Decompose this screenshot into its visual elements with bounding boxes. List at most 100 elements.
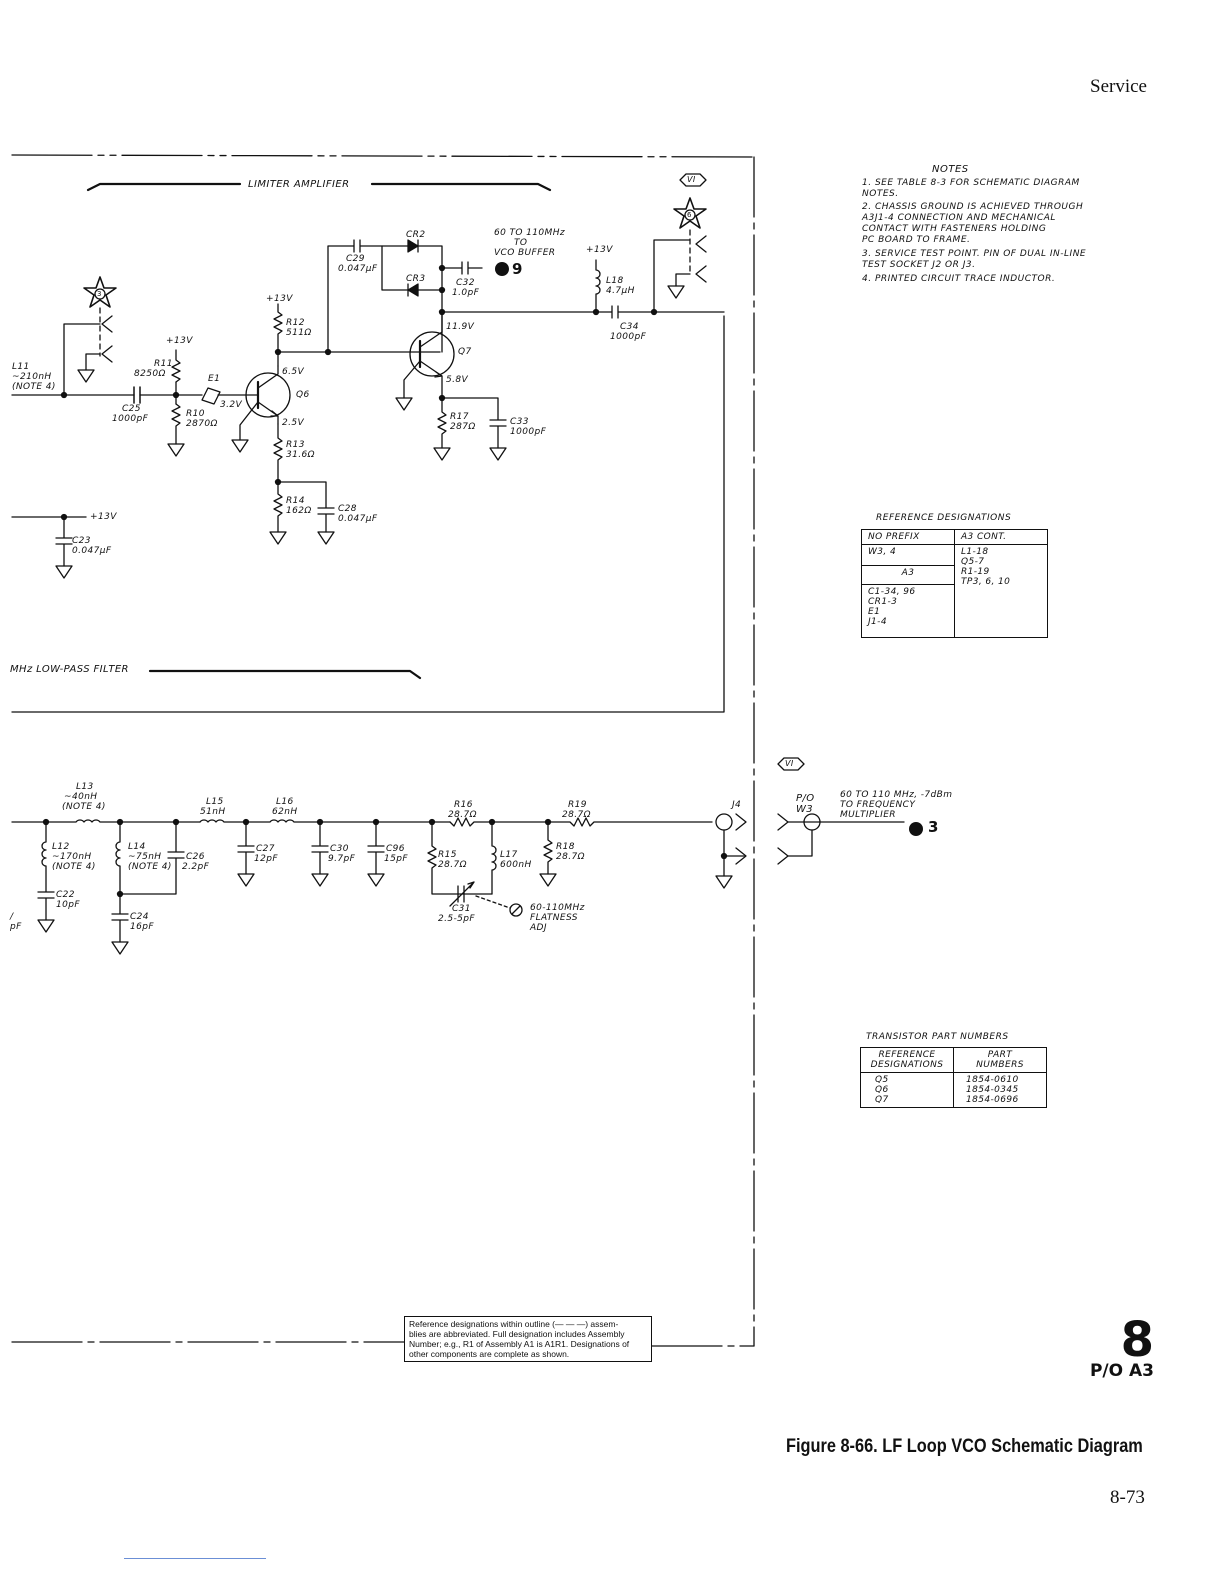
left-edge-b: pF xyxy=(10,922,22,932)
ref-note-line: other components are complete as shown. xyxy=(409,1349,570,1359)
freq-mult-l3: MULTIPLIER xyxy=(840,810,896,820)
p13v-l18: +13V xyxy=(586,245,613,255)
c33-l2: 1000pF xyxy=(510,427,547,437)
note-line: A3J1-4 CONNECTION AND MECHANICAL xyxy=(862,213,1056,223)
vi-mid-label: VI xyxy=(785,759,794,768)
c32-cap xyxy=(441,261,483,275)
l11-l3: (NOTE 4) xyxy=(12,382,56,392)
tp3-label: 3 xyxy=(97,290,102,298)
r12-l1: R12 xyxy=(286,318,305,328)
p13v-c23: +13V xyxy=(90,512,117,522)
l14-l3: (NOTE 4) xyxy=(128,862,172,872)
l17-inductor xyxy=(491,821,497,895)
c31-cap xyxy=(457,885,465,903)
r13-l2: 31.6Ω xyxy=(286,450,315,460)
left-edge-a: / xyxy=(10,912,14,922)
r15-l1: R15 xyxy=(438,850,457,860)
l14-l1: L14 xyxy=(128,842,146,852)
l15-l2: 51nH xyxy=(200,807,226,817)
c25-r11-wire xyxy=(139,381,177,396)
c33-l1: C33 xyxy=(510,417,529,427)
reference-note-box: Reference designations within outline (—… xyxy=(404,1316,652,1362)
c30-ground xyxy=(311,873,329,887)
c29-l1: C29 xyxy=(346,254,365,264)
assembly-outline-top xyxy=(11,154,755,158)
c31-adj-link xyxy=(475,895,511,909)
l14-inductor xyxy=(115,821,121,895)
q6-label: Q6 xyxy=(296,390,310,400)
freq-mult-l1: 60 TO 110 MHz, -7dBm xyxy=(840,790,953,800)
v25-label: 2.5V xyxy=(282,418,305,428)
r17-l2: 287Ω xyxy=(450,422,476,432)
c29-loop xyxy=(327,239,443,353)
table-row: 1854-0610 xyxy=(966,1075,1019,1085)
cr3-diode xyxy=(407,283,419,297)
note-line: PC BOARD TO FRAME. xyxy=(862,235,971,245)
flatness-l2: FLATNESS xyxy=(530,913,578,923)
ref-item: J1-4 xyxy=(868,617,887,627)
c26-l2: 2.2pF xyxy=(182,862,210,872)
notes-title: NOTES xyxy=(932,164,969,175)
c32-l1: C32 xyxy=(456,278,475,288)
c25-l1: C25 xyxy=(122,404,141,414)
transistor-table-title: TRANSISTOR PART NUMBERS xyxy=(866,1032,1009,1042)
note-line: TEST SOCKET J2 OR J3. xyxy=(862,260,976,270)
table-row: Q6 xyxy=(875,1085,889,1095)
r12-l2: 511Ω xyxy=(286,328,312,338)
r16-l2: 28.7Ω xyxy=(448,810,477,820)
l16-l2: 62nH xyxy=(272,807,298,817)
q6-emitter-arrow xyxy=(270,410,279,417)
node-l11 xyxy=(60,391,68,399)
c24-l1: C24 xyxy=(130,912,149,922)
l12-l3: (NOTE 4) xyxy=(52,862,96,872)
v32-label: 3.2V xyxy=(220,400,243,410)
ref-item: C1-34, 96 xyxy=(868,587,916,597)
c96-l2: 15pF xyxy=(384,854,408,864)
r11-l2: 8250Ω xyxy=(134,369,166,379)
tpn-ref-cell: Q5 Q6 Q7 xyxy=(860,1072,954,1108)
c28-ground xyxy=(317,531,335,545)
vi-mid-hex xyxy=(777,757,805,771)
freq-mult-ref: 3 xyxy=(928,818,939,836)
note-line: 4. PRINTED CIRCUIT TRACE INDUCTOR. xyxy=(862,274,1056,284)
c30-l2: 9.7pF xyxy=(328,854,356,864)
ref-item: Q5-7 xyxy=(961,557,985,567)
tpn-header-text: REFERENCE xyxy=(878,1050,936,1060)
v58-label: 5.8V xyxy=(446,375,469,385)
c26-l1: C26 xyxy=(186,852,205,862)
c22-ground xyxy=(37,919,55,933)
l12-l1: L12 xyxy=(52,842,70,852)
c27-l1: C27 xyxy=(256,844,275,854)
flatness-l3: ADJ xyxy=(530,923,547,933)
c23-cap xyxy=(55,516,73,567)
l17-l1: L17 xyxy=(500,850,518,860)
c27-l2: 12pF xyxy=(254,854,278,864)
r17-resistor xyxy=(437,397,447,449)
ref-item: L1-18 xyxy=(961,547,989,557)
l18-inductor xyxy=(595,259,601,313)
c34-l2: 1000pF xyxy=(610,332,647,342)
c31-l1: C31 xyxy=(452,904,471,914)
vco-buffer-l1: 60 TO 110MHz xyxy=(494,228,565,238)
c23-l1: C23 xyxy=(72,536,91,546)
r13-l1: R13 xyxy=(286,440,305,450)
q7-legs xyxy=(419,311,443,399)
r19-l1: R19 xyxy=(568,800,587,810)
c33-ground xyxy=(489,447,507,461)
c27-cap xyxy=(237,821,255,875)
r14-ground xyxy=(269,531,287,545)
cr2-label: CR2 xyxy=(406,230,426,240)
c28-l2: 0.047μF xyxy=(338,514,378,524)
tp6-ground xyxy=(667,285,685,299)
tpn-header-text: NUMBERS xyxy=(976,1060,1024,1070)
ref-item: TP3, 6, 10 xyxy=(961,577,1011,587)
q6-ground-wire xyxy=(239,401,259,441)
tp6-socket xyxy=(695,235,707,283)
r11-l1: R11 xyxy=(154,359,173,369)
note-line: 3. SERVICE TEST POINT. PIN OF DUAL IN-LI… xyxy=(862,249,1087,259)
tp3-ground xyxy=(77,369,95,383)
r17-ground xyxy=(433,447,451,461)
tpn-part-cell: 1854-0610 1854-0345 1854-0696 xyxy=(953,1072,1047,1108)
p13v-r11: +13V xyxy=(166,336,193,346)
c25-cap xyxy=(133,386,141,404)
